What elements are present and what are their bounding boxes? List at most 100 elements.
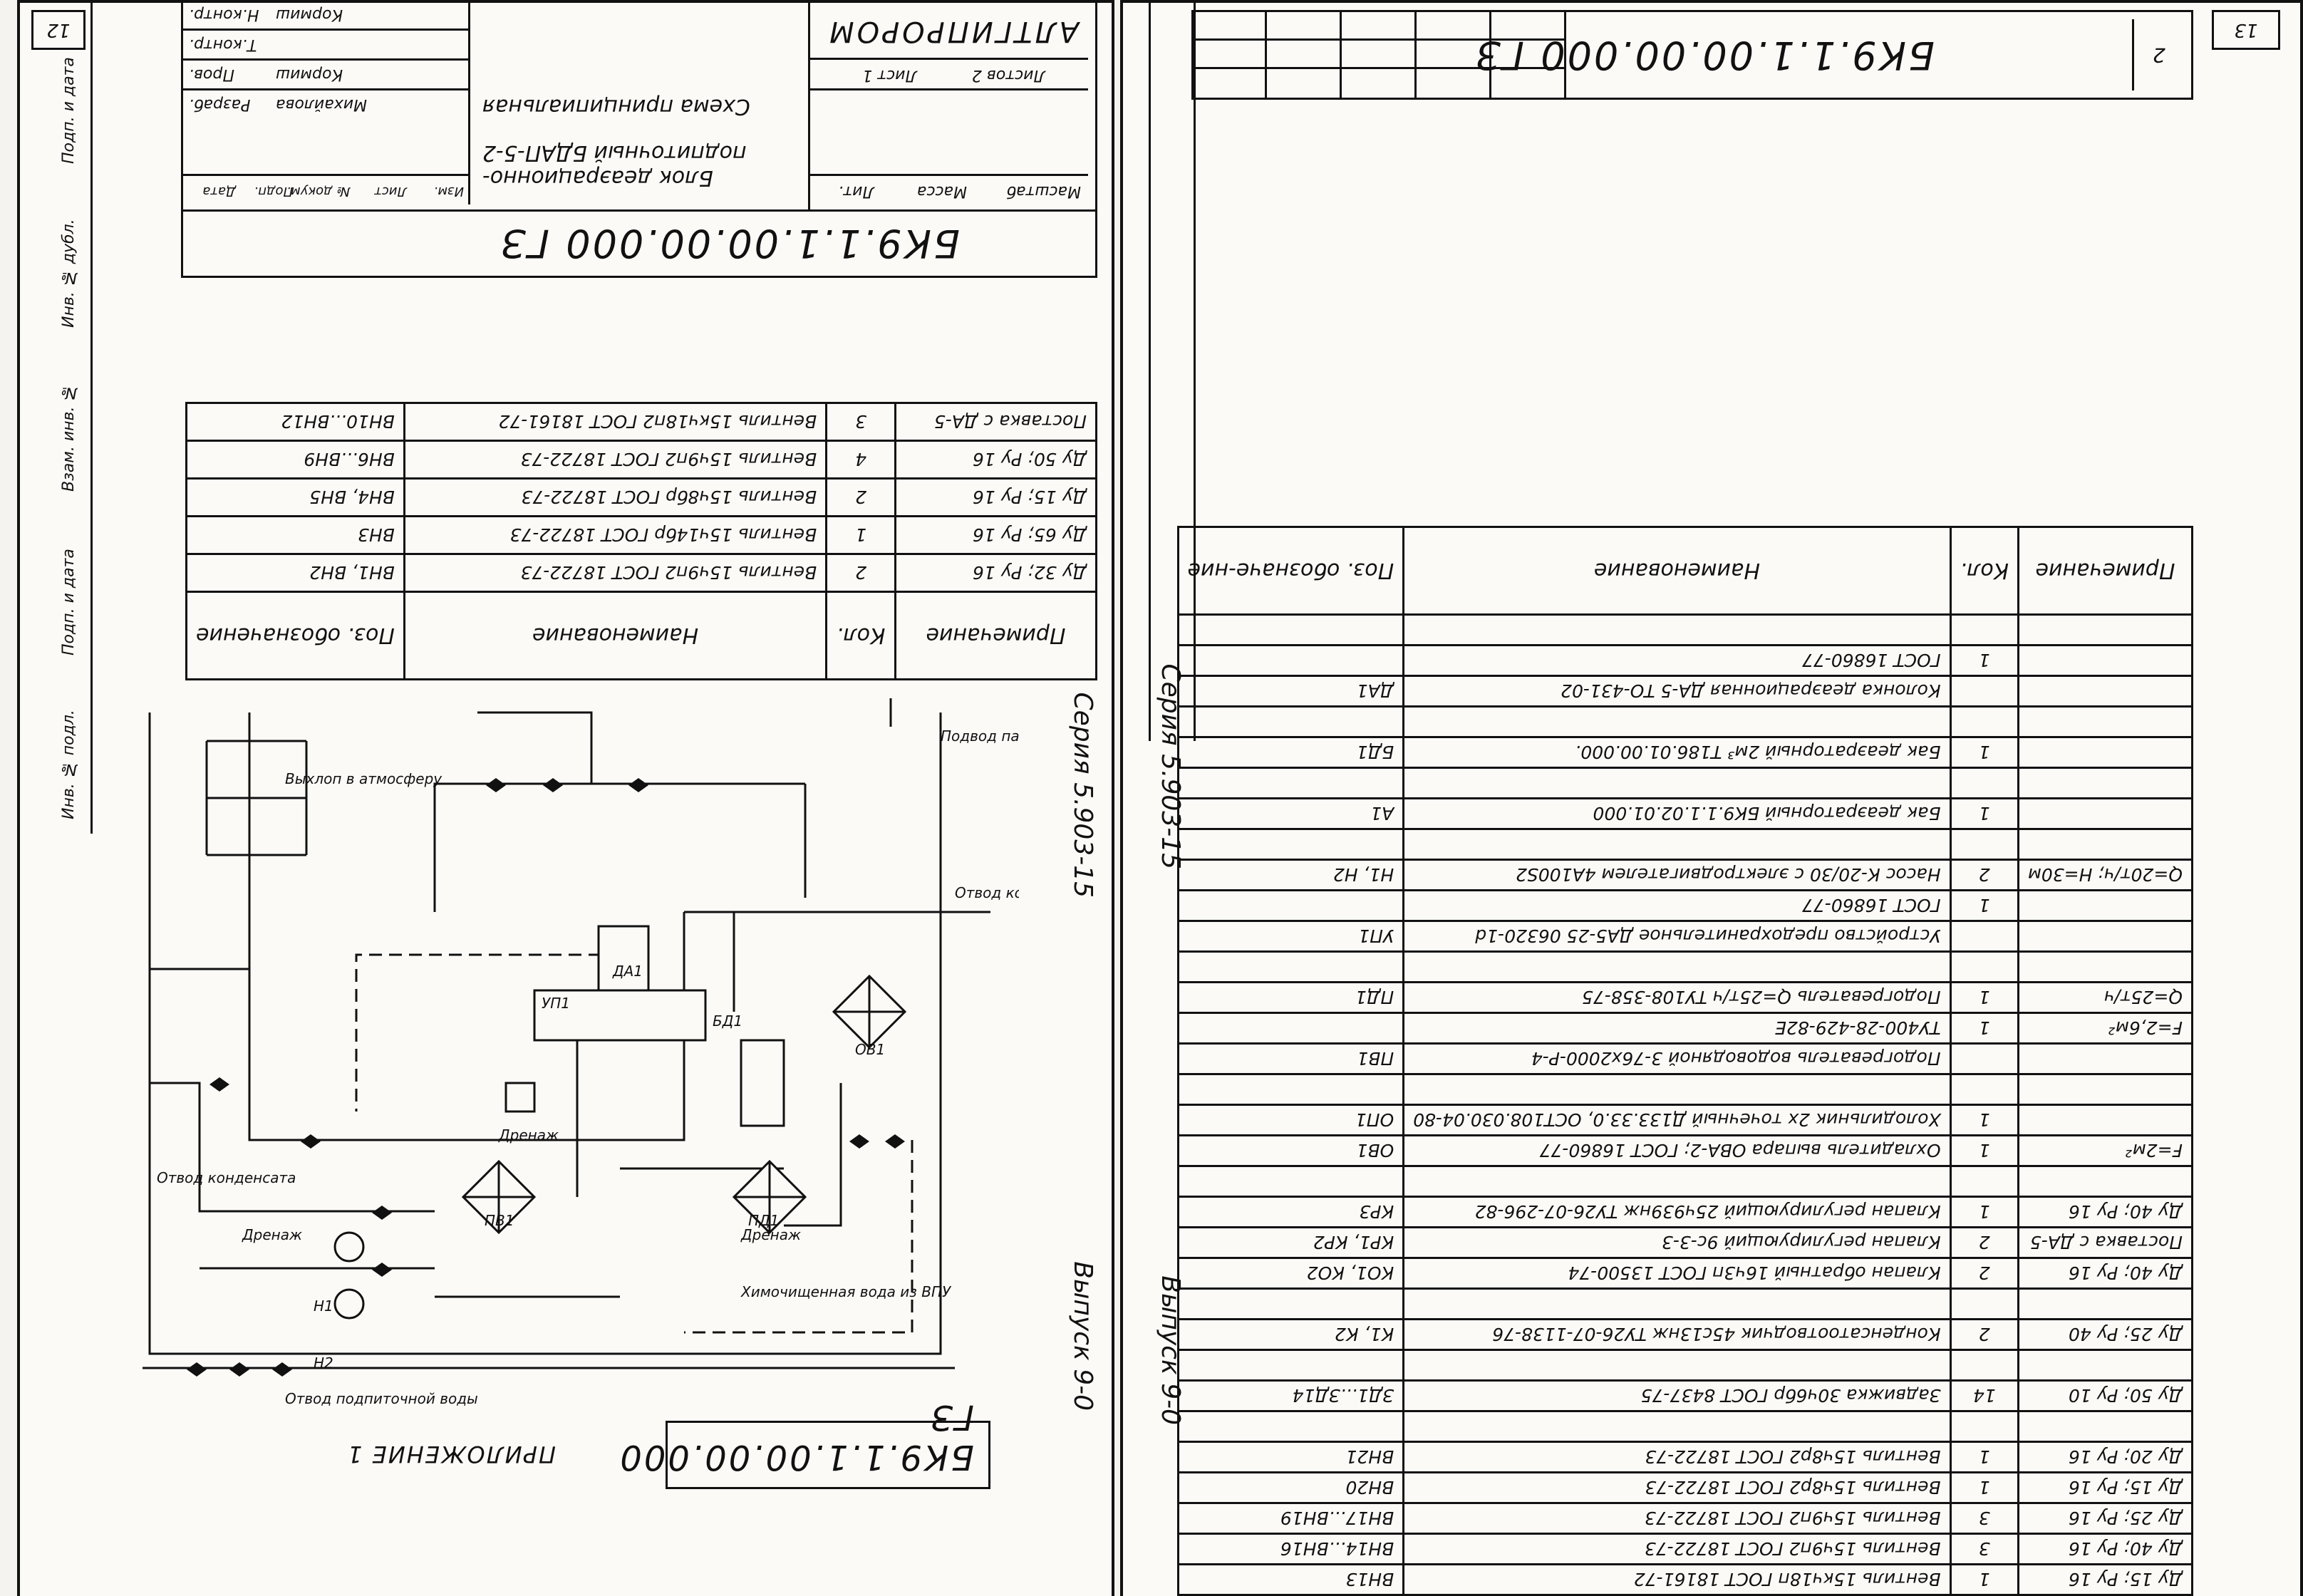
spec-cell-pos bbox=[1178, 767, 1404, 799]
spec-cell-pos: ВН20 bbox=[1178, 1472, 1404, 1503]
spec-cell-name bbox=[1403, 614, 1951, 646]
spec-cell-qty: 2 bbox=[1950, 1227, 2019, 1258]
side-label: Инв. № подл. bbox=[60, 710, 78, 819]
spec-cell-pos: КР1, КР2 bbox=[1178, 1227, 1404, 1258]
scheme-cell-qty: 2 bbox=[826, 554, 896, 592]
spec-row bbox=[1178, 829, 2193, 860]
spec-cell-pos: УП1 bbox=[1178, 921, 1404, 952]
stamp-col-izm: Изм. bbox=[433, 184, 464, 199]
spec-cell-name: Конденсатоотводчик 45с13нж ТУ26-07-1138-… bbox=[1403, 1319, 1951, 1350]
label-otvod-kond2: Отвод конденсата bbox=[955, 884, 1019, 901]
spec-cell-name: Холодильник 2х точечный Д133.33.0, ОСТ10… bbox=[1403, 1104, 1951, 1136]
scheme-cell-note: Ду 50; Ру 16 bbox=[895, 440, 1097, 479]
label-n2: Н2 bbox=[314, 1354, 333, 1372]
scheme-cell-pos: ВН10...ВН12 bbox=[186, 403, 405, 441]
spec-cell-qty: 1 bbox=[1950, 798, 2019, 829]
divider-line bbox=[183, 209, 1095, 212]
scheme-cell-name: Вентиль 15кч18п2 ГОСТ 18161-72 bbox=[404, 403, 827, 441]
spec-cell-note: Поставка с ДА-5 bbox=[2018, 1227, 2193, 1258]
spec-cell-note: Ду 40; Ру 16 bbox=[2018, 1196, 2193, 1228]
spec-cell-pos: ПД1 bbox=[1178, 982, 1404, 1013]
sheet-label: Лист 1 bbox=[862, 66, 917, 84]
side-label: Инв. № дубл. bbox=[60, 219, 78, 328]
appendix-label: ПРИЛОЖЕНИЕ 1 bbox=[346, 1441, 556, 1468]
lit-label: Лит. bbox=[838, 182, 874, 200]
spec-cell-name: Подогреватель Q=25т/ч ТУ108-358-75 bbox=[1403, 982, 1951, 1013]
scheme-cell-qty: 2 bbox=[826, 478, 896, 517]
spec-cell-note bbox=[2018, 890, 2193, 921]
label-ob1: ОВ1 bbox=[855, 1041, 885, 1058]
spec-cell-qty bbox=[1950, 1166, 2019, 1197]
scale-label: Масштаб bbox=[1006, 182, 1081, 200]
spec-cell-qty: 1 bbox=[1950, 737, 2019, 768]
sheet-row: Лист 1 Листов 2 bbox=[810, 58, 1088, 90]
spec-cell-pos: ПВ1 bbox=[1178, 1043, 1404, 1074]
spec-cell-note bbox=[2018, 1166, 2193, 1197]
spec-cell-qty: 2 bbox=[1950, 1258, 2019, 1289]
spec-cell-qty bbox=[1950, 1043, 2019, 1074]
spec-cell-qty: 2 bbox=[1950, 859, 2019, 891]
spec-cell-name: Бак деаэраторный БК9.1.1.02.01.000 bbox=[1403, 798, 1951, 829]
spec-cell-pos bbox=[1178, 1288, 1404, 1320]
spec-cell-pos bbox=[1178, 1349, 1404, 1381]
spec-row bbox=[1178, 1411, 2193, 1442]
spec-cell-note bbox=[2018, 921, 2193, 952]
spec-row bbox=[1178, 1166, 2193, 1197]
spec-cell-qty: 1 bbox=[1950, 1472, 2019, 1503]
stamp-person-name: Кормиш bbox=[276, 6, 343, 24]
spec-cell-qty: 1 bbox=[1950, 982, 2019, 1013]
spec-cell-name: ГОСТ 16860-77 bbox=[1403, 645, 1951, 676]
spec-row bbox=[1178, 1074, 2193, 1105]
spec-cell-qty: 1 bbox=[1950, 1564, 2019, 1595]
spec-cell-pos: ВН14...ВН16 bbox=[1178, 1533, 1404, 1565]
spec-cell-note bbox=[2018, 798, 2193, 829]
page-number-box: 13 bbox=[2212, 10, 2280, 50]
scheme-cell-note: Поставка с ДА-5 bbox=[895, 403, 1097, 441]
spec-cell-name bbox=[1403, 951, 1951, 983]
spec-cell-note bbox=[2018, 1074, 2193, 1105]
stamp-col-date: Дата bbox=[202, 184, 236, 199]
spec-cell-pos: ДА1 bbox=[1178, 675, 1404, 707]
spec-cell-qty bbox=[1950, 675, 2019, 707]
spec-cell-pos bbox=[1178, 890, 1404, 921]
stamp-person-row: Т.контр. bbox=[183, 28, 468, 59]
spec-cell-note bbox=[2018, 1104, 2193, 1136]
spec-cell-qty: 1 bbox=[1950, 1441, 2019, 1473]
spec-header-qty: Кол. bbox=[1950, 527, 2019, 615]
label-up1: УП1 bbox=[542, 995, 570, 1012]
spec-cell-pos: ВН17...ВН19 bbox=[1178, 1503, 1404, 1534]
spec-cell-note: Ду 50; Ру 10 bbox=[2018, 1380, 2193, 1411]
label-khim: Химочищенная вода из ВПУ bbox=[740, 1283, 952, 1300]
spec-cell-name bbox=[1403, 829, 1951, 860]
label-bd1: БД1 bbox=[713, 1012, 742, 1030]
spec-cell-qty: 1 bbox=[1950, 1135, 2019, 1166]
mass-label: Масса bbox=[916, 182, 967, 200]
label-pv1: ПВ1 bbox=[485, 1212, 514, 1229]
label-otvod-pod: Отвод подпиточной воды bbox=[285, 1390, 478, 1407]
spec-cell-note: Ду 15; Ру 16 bbox=[2018, 1472, 2193, 1503]
spec-cell-qty: 3 bbox=[1950, 1503, 2019, 1534]
spec-row bbox=[1178, 706, 2193, 737]
spec-cell-name: Клапан регулирующий 9с-3-3 bbox=[1403, 1227, 1951, 1258]
spec-cell-qty bbox=[1950, 614, 2019, 646]
spec-cell-pos bbox=[1178, 706, 1404, 737]
scheme-cell-name: Вентиль 15ч9п2 ГОСТ 18722-73 bbox=[404, 440, 827, 479]
label-n1: Н1 bbox=[314, 1297, 333, 1315]
spec-code-stamp: БК9.1.1.00.00.000 ГЗ 2 bbox=[1191, 10, 2193, 100]
spec-cell-name: Охладитель выпара ОВА-2; ГОСТ 16860-77 bbox=[1403, 1135, 1951, 1166]
stamp-col-list: Лист bbox=[374, 184, 407, 199]
